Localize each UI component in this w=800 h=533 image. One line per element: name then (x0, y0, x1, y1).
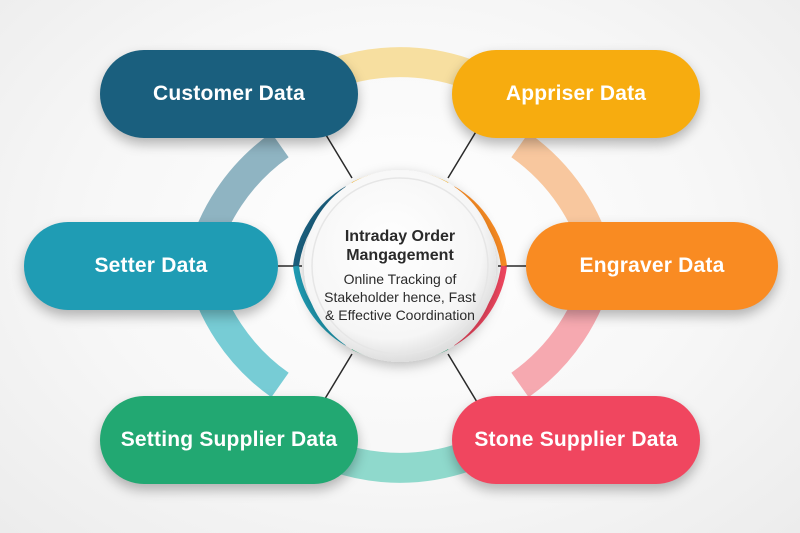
center-disc (304, 170, 496, 362)
setting-supplier-data-label: Setting Supplier Data (120, 428, 338, 451)
center-disc-rim (311, 177, 489, 355)
engraver-data-label: Engraver Data (579, 254, 725, 277)
center-description: Online Tracking of Stakeholder hence, Fa… (324, 270, 476, 323)
appriser-data-node[interactable]: Appriser Data (452, 50, 700, 138)
center-title: Intraday Order Mangagement (344, 227, 456, 264)
customer-data-label: Customer Data (153, 82, 305, 105)
center-hub: Intraday Order Mangagement Online Tracki… (318, 205, 482, 345)
setting-supplier-data-node[interactable]: Setting Supplier Data (100, 396, 358, 484)
stone-supplier-data-node[interactable]: Stone Supplier Data (452, 396, 700, 484)
connector-lines (278, 129, 526, 403)
setter-data-label: Setter Data (94, 254, 208, 277)
appriser-data-label: Appriser Data (505, 82, 647, 105)
setter-data-node[interactable]: Setter Data (24, 222, 278, 310)
stone-supplier-data-label: Stone Supplier Data (474, 428, 678, 451)
engraver-data-node[interactable]: Engraver Data (526, 222, 778, 310)
customer-data-node[interactable]: Customer Data (100, 50, 358, 138)
